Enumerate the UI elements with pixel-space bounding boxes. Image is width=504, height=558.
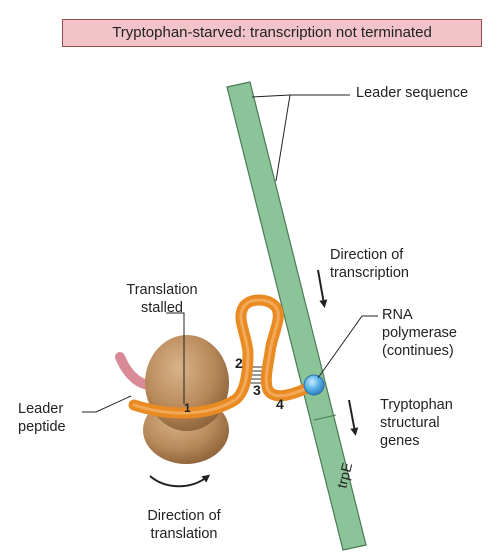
transcription-direction-arrow	[318, 270, 324, 304]
rna-polymerase-line-3: (continues)	[382, 342, 457, 360]
structural-genes-line-3: genes	[380, 432, 453, 450]
leader-peptide-label: Leader peptide	[18, 400, 66, 436]
rna-polymerase-label: RNA polymerase (continues)	[382, 306, 457, 360]
translation-stalled-line-1: Translation	[112, 281, 212, 299]
region-number-2: 2	[235, 355, 243, 371]
translation-direction-arrow	[150, 476, 207, 486]
translation-stalled-label: Translation stalled	[112, 281, 212, 317]
direction-of-transcription-line-2: transcription	[330, 264, 409, 282]
structural-genes-line-1: Tryptophan	[380, 396, 453, 414]
direction-of-translation-line-2: translation	[128, 525, 240, 543]
translation-stalled-line-2: stalled	[112, 299, 212, 317]
region-number-3: 3	[253, 382, 261, 398]
rna-polymerase-line-1: RNA	[382, 306, 457, 324]
rna-polymerase-line-2: polymerase	[382, 324, 457, 342]
leader-sequence-label: Leader sequence	[356, 84, 468, 102]
direction-of-transcription-label: Direction of transcription	[330, 246, 409, 282]
leader-peptide-line-2: peptide	[18, 418, 66, 436]
structural-genes-line-2: structural	[380, 414, 453, 432]
leader-sequence-pointer-2	[252, 95, 290, 97]
direction-of-translation-label: Direction of translation	[128, 507, 240, 543]
rna-polymerase	[304, 375, 324, 395]
structural-genes-arrow	[349, 400, 355, 432]
direction-of-translation-line-1: Direction of	[128, 507, 240, 525]
leader-peptide-pointer	[82, 396, 131, 412]
direction-of-transcription-line-1: Direction of	[330, 246, 409, 264]
structural-genes-label: Tryptophan structural genes	[380, 396, 453, 450]
region-number-1: 1	[184, 401, 191, 415]
leader-peptide-line-1: Leader	[18, 400, 66, 418]
leader-sequence-pointer	[276, 95, 350, 181]
region-number-4: 4	[276, 396, 284, 412]
rna-polymerase-pointer	[318, 316, 378, 378]
